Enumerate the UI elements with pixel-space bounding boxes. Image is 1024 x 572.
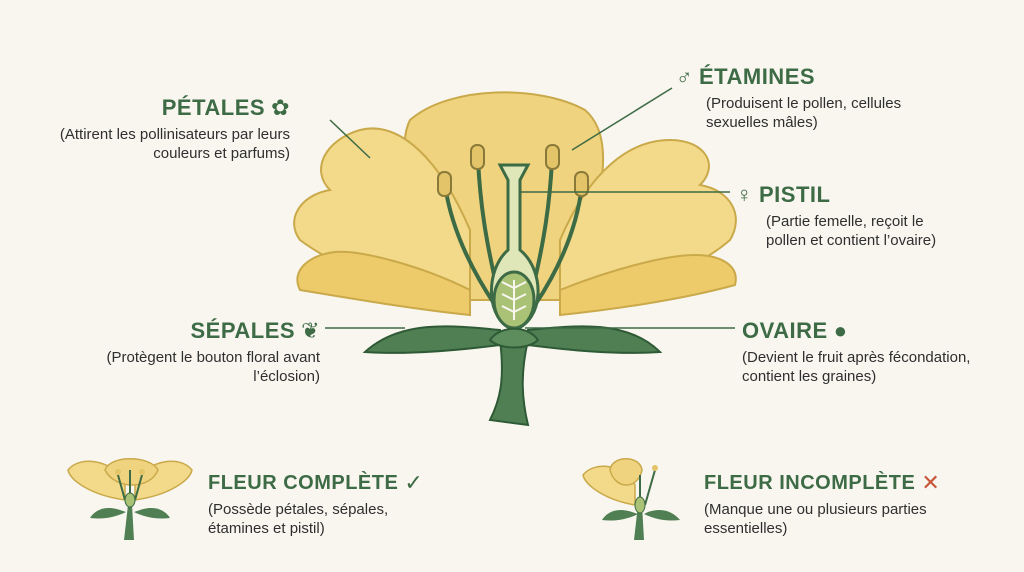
checkmark-icon: ✓ <box>404 470 424 495</box>
petal-far-right <box>559 253 737 317</box>
flower-icon: ✿ <box>271 95 290 120</box>
mini-flower-complete <box>67 458 193 540</box>
sepales-desc: (Protègent le bouton floral avant l’éclo… <box>106 349 320 385</box>
apple-icon: ● <box>833 318 848 343</box>
incomplete-desc: (Manque une ou plusieurs parties essenti… <box>704 501 927 537</box>
label-ovaire: OVAIRE ● (Devient le fruit après féconda… <box>742 318 982 386</box>
female-symbol-icon: ♀ <box>736 182 753 207</box>
leaf-sprig-icon: ❦ <box>301 318 320 343</box>
petal-far-left <box>296 250 471 317</box>
etamines-title: ÉTAMINES <box>699 64 816 89</box>
stem <box>488 339 530 427</box>
label-petales: PÉTALES ✿ (Attirent les pollinisateurs p… <box>40 95 290 163</box>
ovaire-desc: (Devient le fruit après fécondation, con… <box>742 349 971 385</box>
sepal-center <box>488 327 540 349</box>
complete-title: FLEUR COMPLÈTE <box>208 471 399 494</box>
pistil-title: PISTIL <box>759 182 831 207</box>
label-sepales: SÉPALES ❦ (Protègent le bouton floral av… <box>70 318 320 386</box>
sepal-left <box>362 325 501 354</box>
sepales-title: SÉPALES <box>190 318 296 343</box>
example-incomplete: FLEUR INCOMPLÈTE ✕ (Manque une ou plusie… <box>704 470 964 538</box>
cross-icon: ✕ <box>921 470 941 495</box>
example-complete: FLEUR COMPLÈTE ✓ (Possède pétales, sépal… <box>208 470 448 538</box>
etamines-desc: (Produisent le pollen, cellules sexuelle… <box>706 95 902 131</box>
petales-desc: (Attirent les pollinisateurs par leurs c… <box>59 126 290 162</box>
sepal-right <box>527 325 663 354</box>
label-etamines: ♂ ÉTAMINES (Produisent le pollen, cellul… <box>676 64 906 132</box>
incomplete-title: FLEUR INCOMPLÈTE <box>704 471 916 494</box>
petales-title: PÉTALES <box>161 95 266 120</box>
ovules <box>501 280 527 320</box>
main-flower <box>293 91 737 427</box>
leader-lines <box>325 87 735 329</box>
anthers <box>437 144 589 197</box>
pistil-desc: (Partie femelle, reçoit le pollen et con… <box>766 213 937 249</box>
ovaire-title: OVAIRE <box>742 318 828 343</box>
label-pistil: ♀ PISTIL (Partie femelle, reçoit le poll… <box>736 182 956 250</box>
male-symbol-icon: ♂ <box>676 64 693 89</box>
complete-desc: (Possède pétales, sépales, étamines et p… <box>208 501 389 537</box>
mini-flower-incomplete <box>582 458 680 540</box>
